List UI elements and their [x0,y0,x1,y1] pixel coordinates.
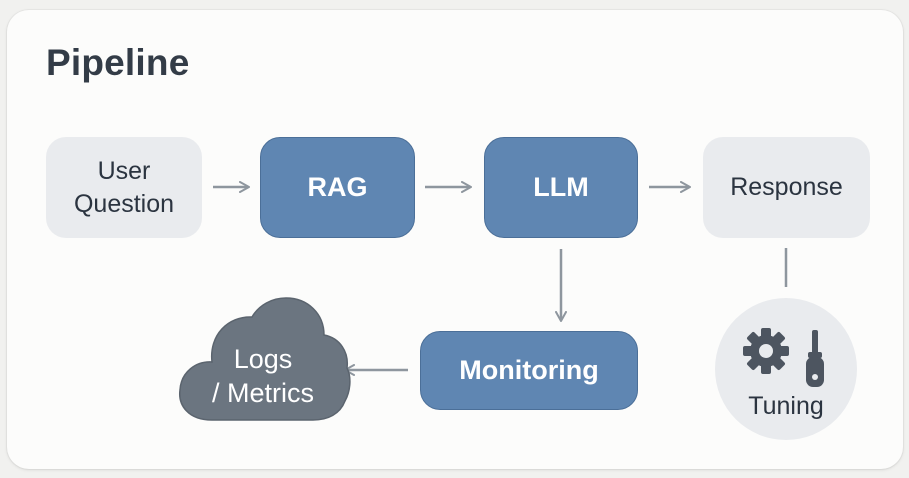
tuning-label: Tuning [748,392,824,420]
response-node: Response [703,137,870,238]
monitoring-node: Monitoring [420,331,638,410]
gear-icon [743,328,789,374]
rag-node: RAG [260,137,415,238]
tuning-circle [715,298,857,440]
logs-metrics-label: Logs / Metrics [211,344,314,408]
user-question-node: User Question [46,137,202,238]
page-title: Pipeline [46,42,190,83]
llm-node: LLM [484,137,638,238]
screwdriver-icon [806,330,824,387]
logs-metrics-cloud [179,297,351,421]
